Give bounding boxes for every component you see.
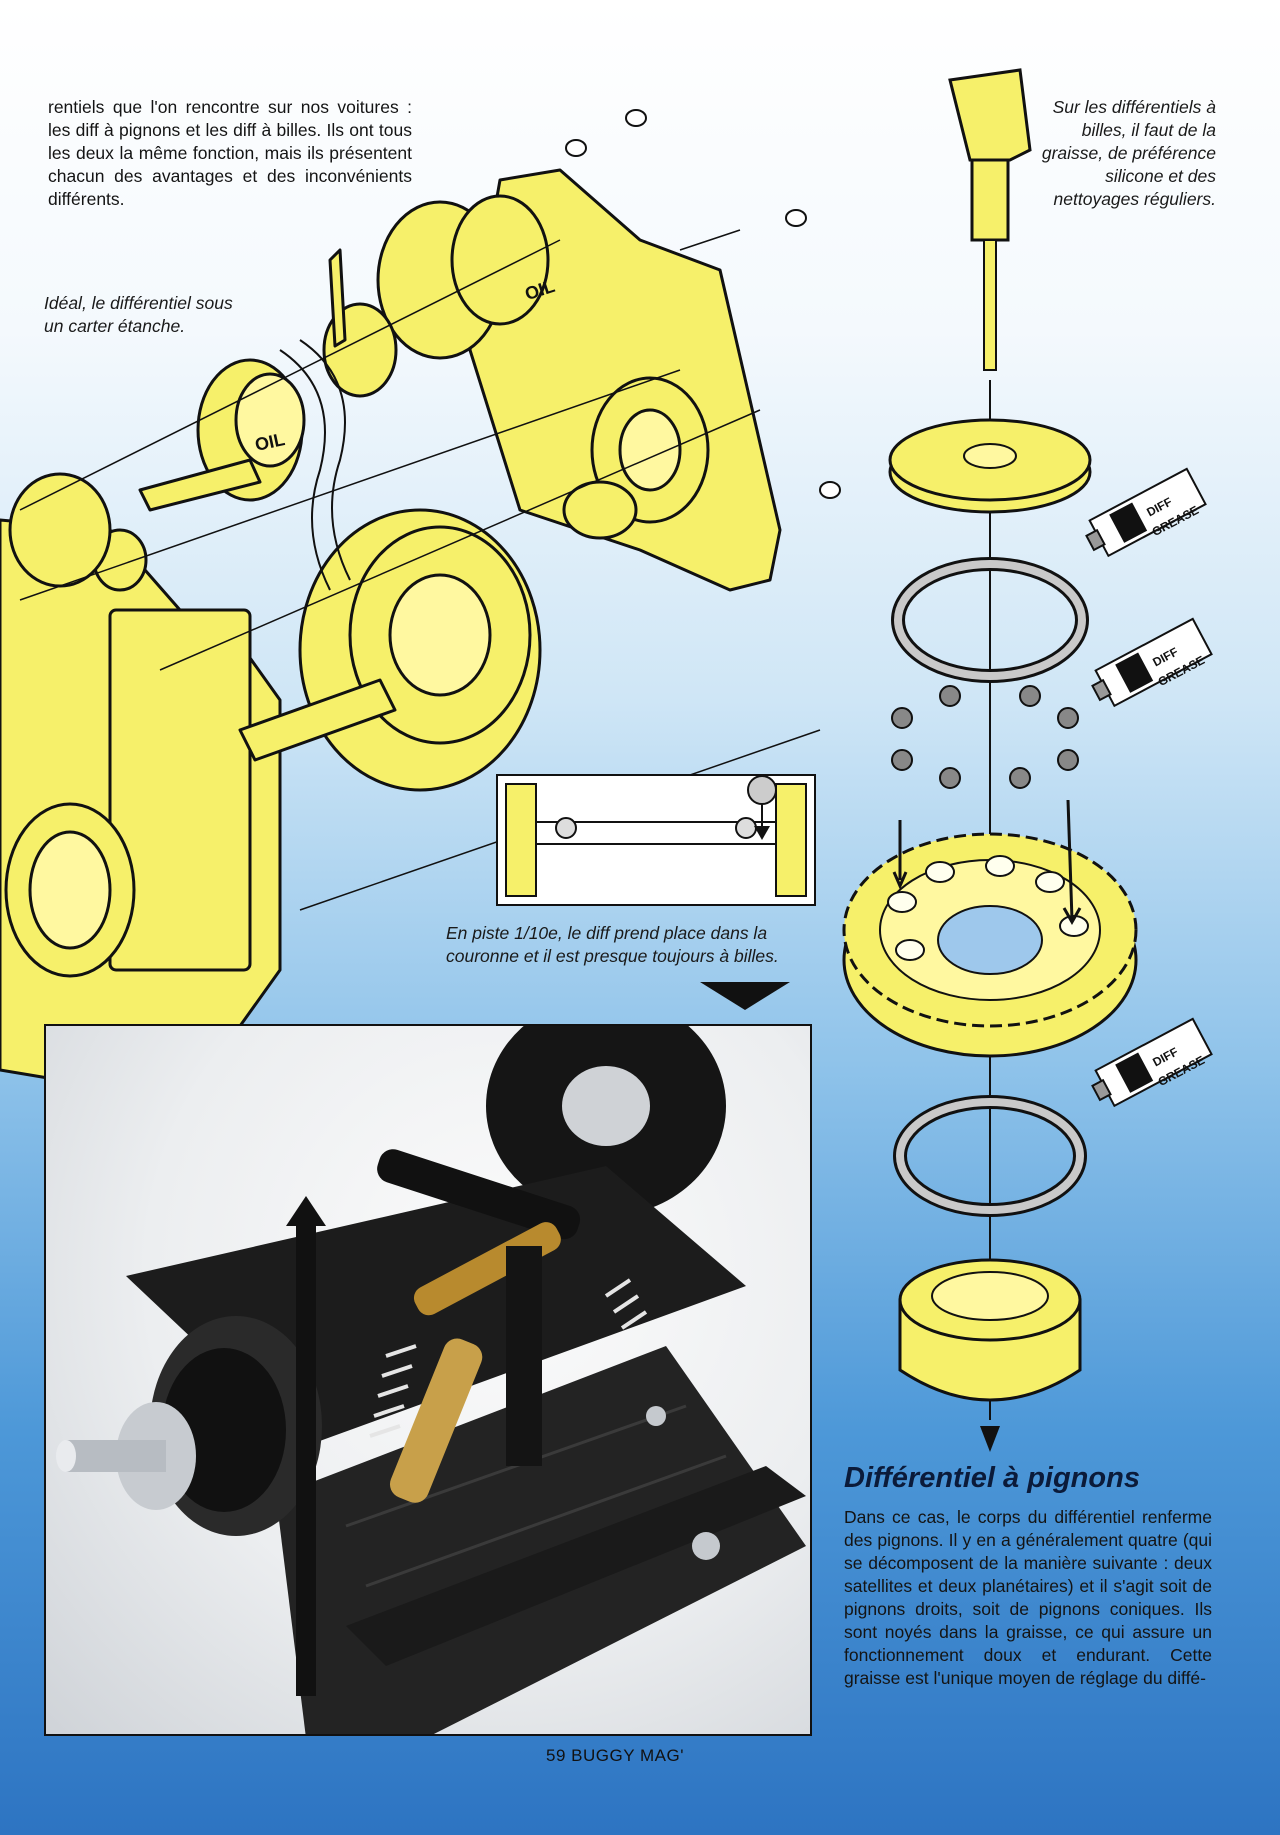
grease-tube-2 xyxy=(1091,617,1213,708)
caption-sealed-casing: Idéal, le différentiel sous un carter ét… xyxy=(44,293,233,336)
chassis-photo-content xyxy=(56,1026,806,1734)
diff-cross-section-inset xyxy=(496,774,816,906)
page-number: 59 xyxy=(546,1746,566,1765)
grease-tube-1 xyxy=(1085,467,1207,558)
footer: 59 BUGGY MAG' xyxy=(546,1746,684,1766)
caption-grease: Sur les différentiels à billes, il faut … xyxy=(1041,97,1216,209)
section-heading: Différentiel à pignons xyxy=(844,1462,1140,1494)
magazine-name: BUGGY MAG' xyxy=(571,1746,684,1765)
down-triangle-marker xyxy=(700,982,790,1010)
chassis-photo xyxy=(44,1024,812,1736)
section-body: Dans ce cas, le corps du différentiel re… xyxy=(844,1507,1212,1688)
intro-paragraph: rentiels que l'on rencontre sur nos voit… xyxy=(48,97,412,209)
caption-ring-gear: En piste 1/10e, le diff prend place dans… xyxy=(446,923,779,966)
ball-diff-exploded-stack xyxy=(842,68,1138,1452)
grease-tube-3 xyxy=(1091,1017,1213,1108)
gearbox-exploded-illustration xyxy=(0,109,841,1082)
